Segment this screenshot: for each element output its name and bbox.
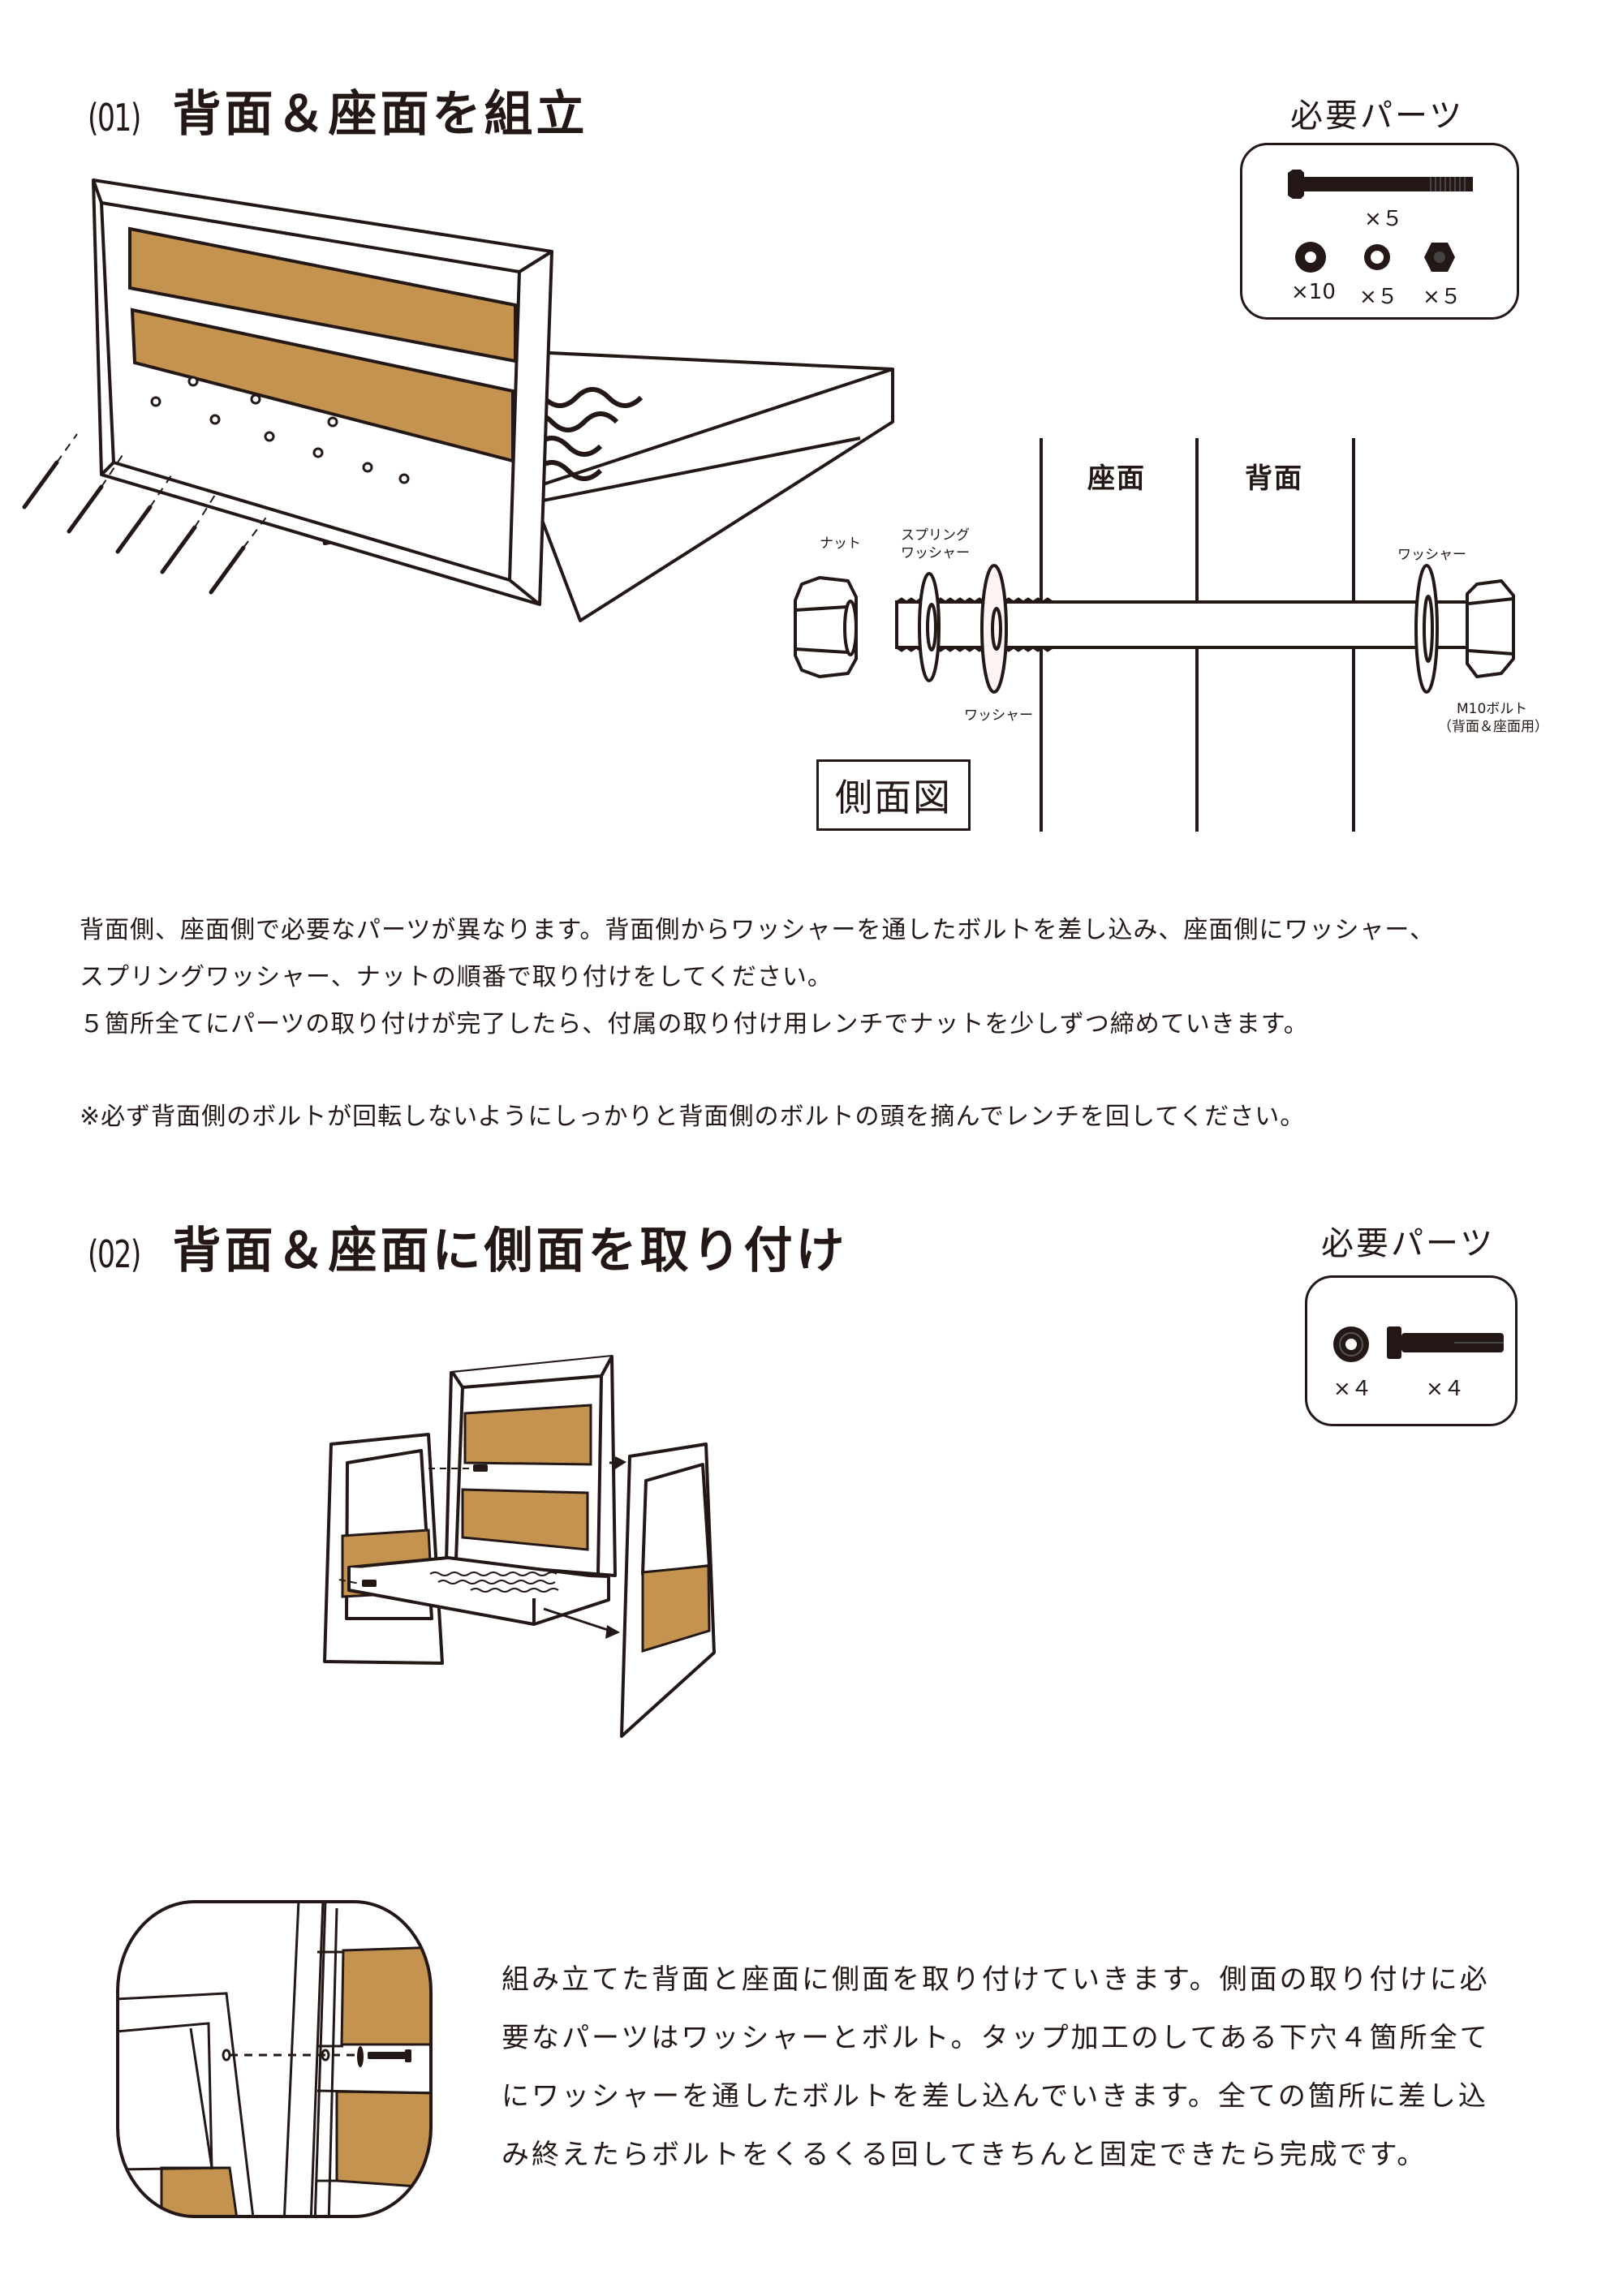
- step1-instruction-line: ５箇所全てにパーツの取り付けが完了したら、付属の取り付け用レンチでナットを少しず…: [80, 1010, 1309, 1038]
- step2-instructions: 組み立てた背面と座面に側面を取り付けていきます。側面の取り付けに必 要なパーツは…: [502, 1950, 1490, 2184]
- side-view-bolt-diagram: [794, 438, 1515, 832]
- step1-number: (01): [88, 96, 141, 140]
- back-seat-assembly-illustration: [22, 178, 894, 622]
- step2-parts-box: ×４ ×４: [1305, 1275, 1518, 1426]
- step2-parts-title: 必要パーツ: [1321, 1225, 1496, 1262]
- step1-instruction-line: スプリングワッシャー、ナットの順番で取り付けをしてください。: [80, 963, 833, 991]
- spring-washer-label-1: スプリング: [901, 527, 970, 544]
- step1-parts-box: ×５ ×10 ×５ ×５: [1240, 143, 1519, 320]
- nut-qty: ×５: [1423, 285, 1462, 309]
- washer-icon: [1333, 1326, 1369, 1362]
- step1-instructions: 背面側、座面側で必要なパーツが異なります。背面側からワッシャーを通したボルトを差…: [80, 907, 1435, 1048]
- step1-note: ※必ず背面側のボルトが回転しないようにしっかりと背面側のボルトの頭を摘んでレンチ…: [80, 1103, 1306, 1131]
- detail-zoom-illustration: [116, 1900, 433, 2218]
- bolt-qty: ×４: [1426, 1377, 1465, 1401]
- short-bolt-icon: [1387, 1326, 1504, 1359]
- washer-qty: ×４: [1333, 1377, 1372, 1401]
- side-view-label-box: 側面図: [816, 759, 971, 831]
- hex-nut-icon: [1424, 243, 1455, 272]
- back-column-label: 背面: [1245, 462, 1303, 495]
- long-bolt-icon: [1288, 170, 1473, 199]
- washer-right-label: ワッシャー: [1397, 547, 1466, 563]
- spring-washer-label-2: ワッシャー: [901, 545, 970, 561]
- long-bolt-qty: ×５: [1364, 207, 1403, 231]
- washer-qty: ×10: [1291, 280, 1336, 304]
- step1-instruction-line: 背面側、座面側で必要なパーツが異なります。背面側からワッシャーを通したボルトを差…: [80, 916, 1436, 944]
- step2-instruction-line: にワッシャーを通したボルトを差し込んでいきます。全ての箇所に差し込: [502, 2080, 1488, 2113]
- step2-instruction-line: 要なパーツはワッシャーとボルト。タップ加工のしてある下穴４箇所全て: [502, 2022, 1490, 2054]
- spring-washer-icon: [1364, 244, 1390, 270]
- washer-bottom-label: ワッシャー: [964, 707, 1033, 724]
- step2-instruction-line: 組み立てた背面と座面に側面を取り付けていきます。側面の取り付けに必: [502, 1963, 1490, 1996]
- step2-title: 背面＆座面に側面を取り付け: [172, 1223, 848, 1279]
- bolt-label-2: （背面＆座面用）: [1438, 719, 1548, 735]
- step2-heading: (02) 背面＆座面に側面を取り付け: [88, 1211, 847, 1282]
- step1-heading: (01) 背面＆座面を組立: [88, 75, 588, 145]
- step1-parts-title: 必要パーツ: [1290, 97, 1465, 135]
- spring-washer-qty: ×５: [1359, 285, 1398, 309]
- nut-label: ナット: [820, 535, 861, 552]
- seat-column-label: 座面: [1087, 462, 1146, 495]
- bolt-label-1: M10ボルト: [1457, 701, 1528, 717]
- step2-instruction-line: み終えたらボルトをくるくる回してきちんと固定できたら完成です。: [502, 2139, 1427, 2171]
- step2-number: (02): [88, 1232, 141, 1276]
- step1-title: 背面＆座面を組立: [172, 86, 588, 143]
- side-frame-attachment-illustration: [323, 1355, 716, 1738]
- washer-icon: [1295, 242, 1326, 273]
